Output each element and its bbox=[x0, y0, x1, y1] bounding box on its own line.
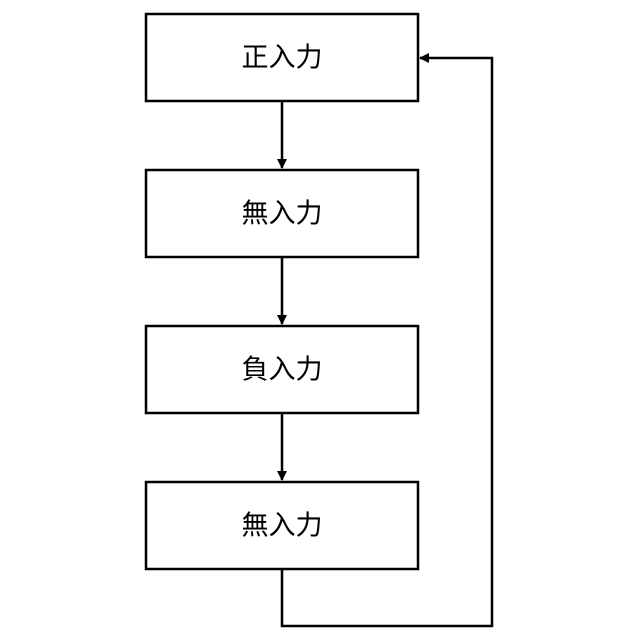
node-no-input-1: 無入力 bbox=[146, 170, 418, 257]
node-negative-input: 負入力 bbox=[146, 326, 418, 413]
node-label: 負入力 bbox=[242, 355, 323, 386]
node-label: 正入力 bbox=[242, 43, 323, 74]
node-positive-input: 正入力 bbox=[146, 14, 418, 101]
node-label: 無入力 bbox=[242, 199, 323, 230]
node-no-input-2: 無入力 bbox=[146, 482, 418, 569]
node-label: 無入力 bbox=[242, 511, 323, 542]
